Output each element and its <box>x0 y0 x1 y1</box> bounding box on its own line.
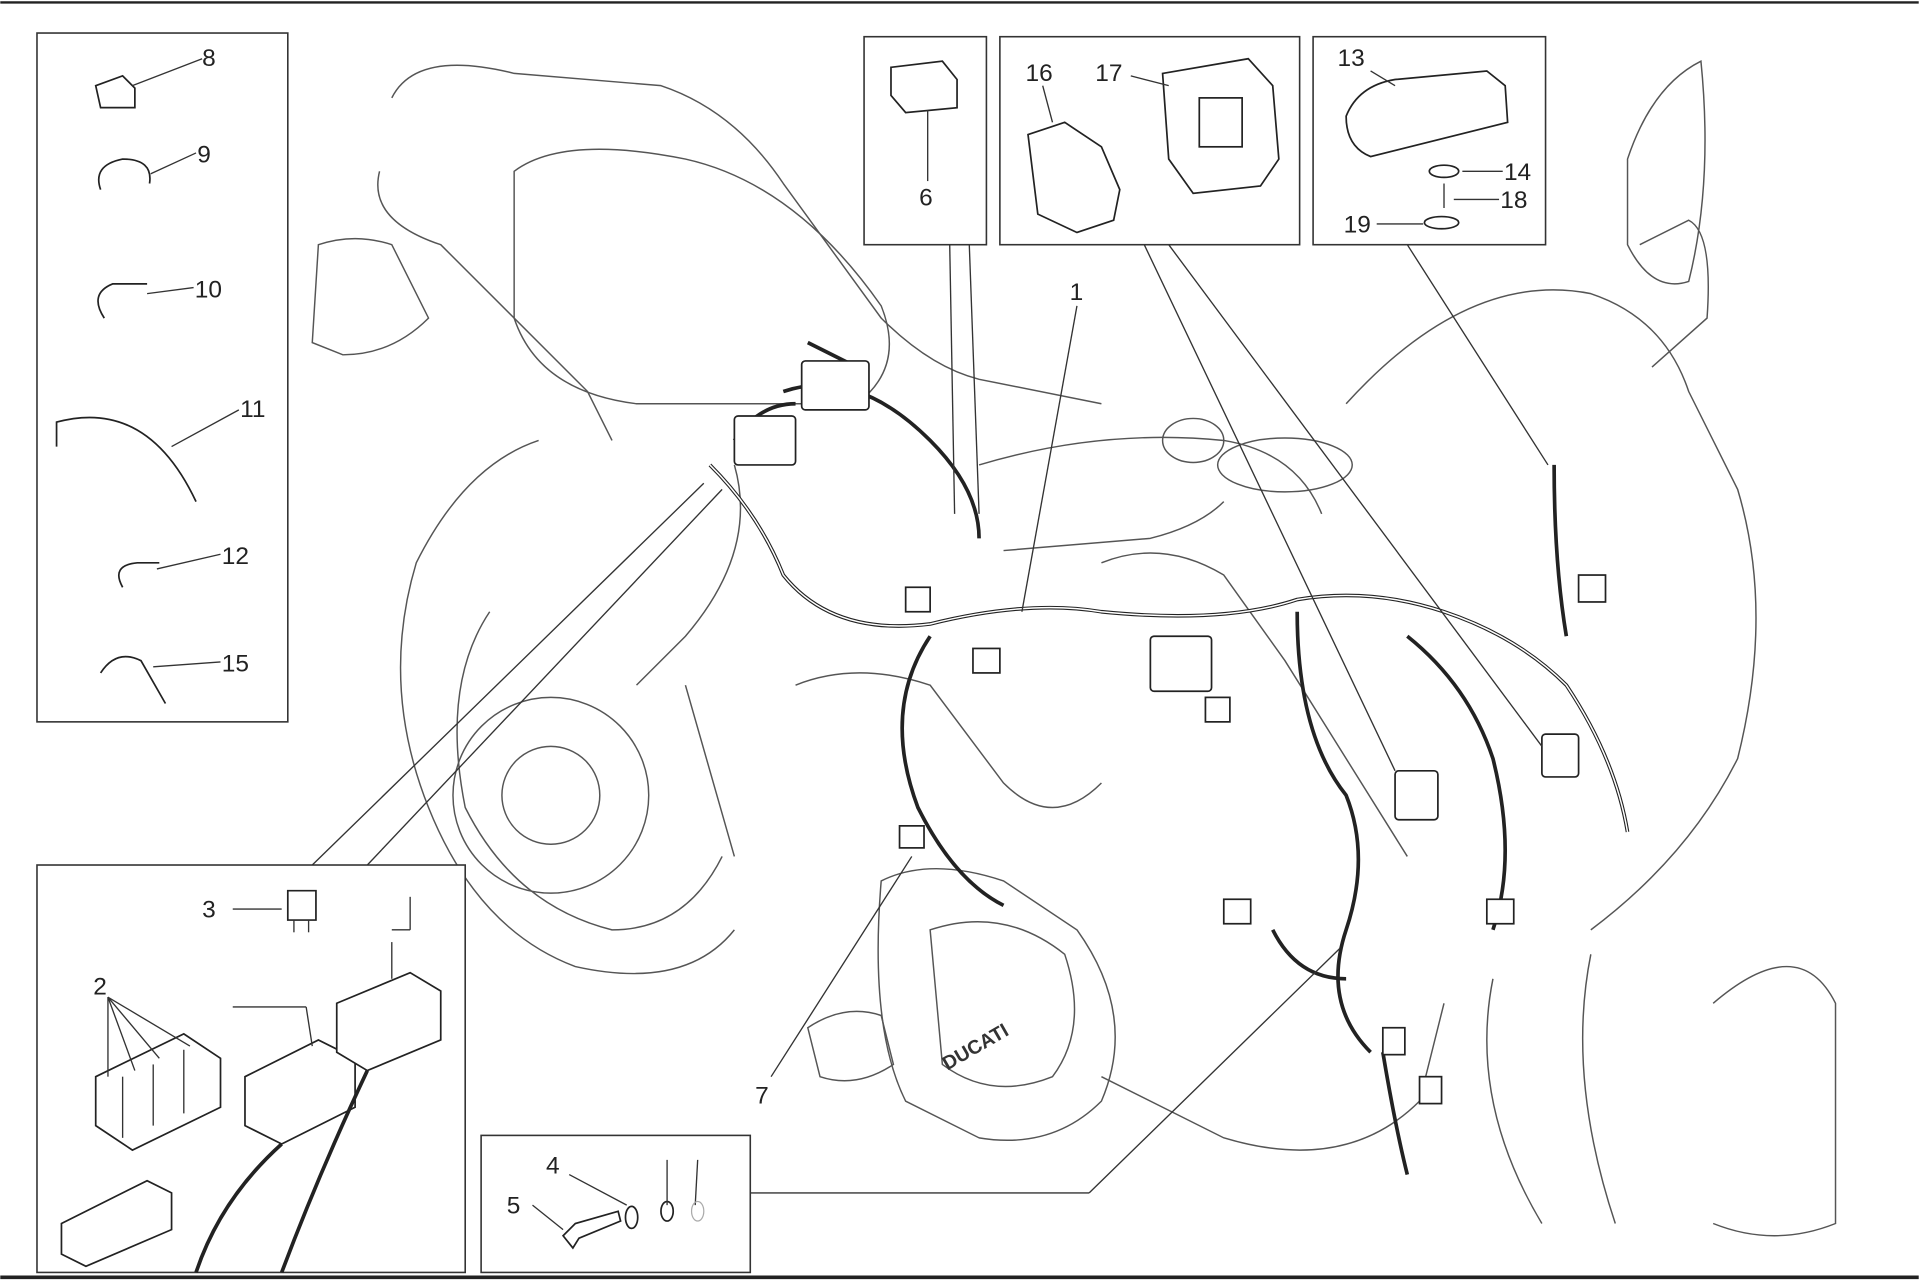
callout-2: 2 <box>93 974 107 1001</box>
callout-12: 12 <box>222 543 249 570</box>
callout-1: 1 <box>1070 279 1084 306</box>
callout-8: 8 <box>202 45 216 72</box>
inset-ground-bolt-box: 4 5 <box>480 1134 752 1274</box>
inset-clips-box: 8 9 10 11 12 15 <box>36 32 289 723</box>
callout-3: 3 <box>202 897 216 924</box>
callout-10: 10 <box>195 276 222 303</box>
callout-14: 14 <box>1504 159 1531 186</box>
callout-13: 13 <box>1338 45 1365 72</box>
callout-6: 6 <box>919 185 933 212</box>
callout-19: 19 <box>1344 211 1371 238</box>
callout-11: 11 <box>240 396 265 423</box>
callout-17: 17 <box>1095 60 1122 87</box>
callout-16: 16 <box>1026 60 1053 87</box>
callout-5: 5 <box>507 1193 521 1220</box>
inset-part-13-box: 13 14 18 19 <box>1312 35 1547 246</box>
callout-15: 15 <box>222 651 249 678</box>
inset-part-6-box: 6 <box>863 35 988 246</box>
leader-lines <box>311 244 1549 1194</box>
inset-part-16-17-box: 16 17 <box>999 35 1301 246</box>
callout-9: 9 <box>197 142 211 169</box>
inset-relays-box: 3 2 <box>36 864 467 1274</box>
callout-4: 4 <box>546 1152 560 1179</box>
callout-7: 7 <box>755 1083 769 1110</box>
engine-cover-logo: DUCATI <box>939 1020 1013 1075</box>
callout-18: 18 <box>1500 187 1527 214</box>
wiring-harness <box>708 340 1630 1176</box>
